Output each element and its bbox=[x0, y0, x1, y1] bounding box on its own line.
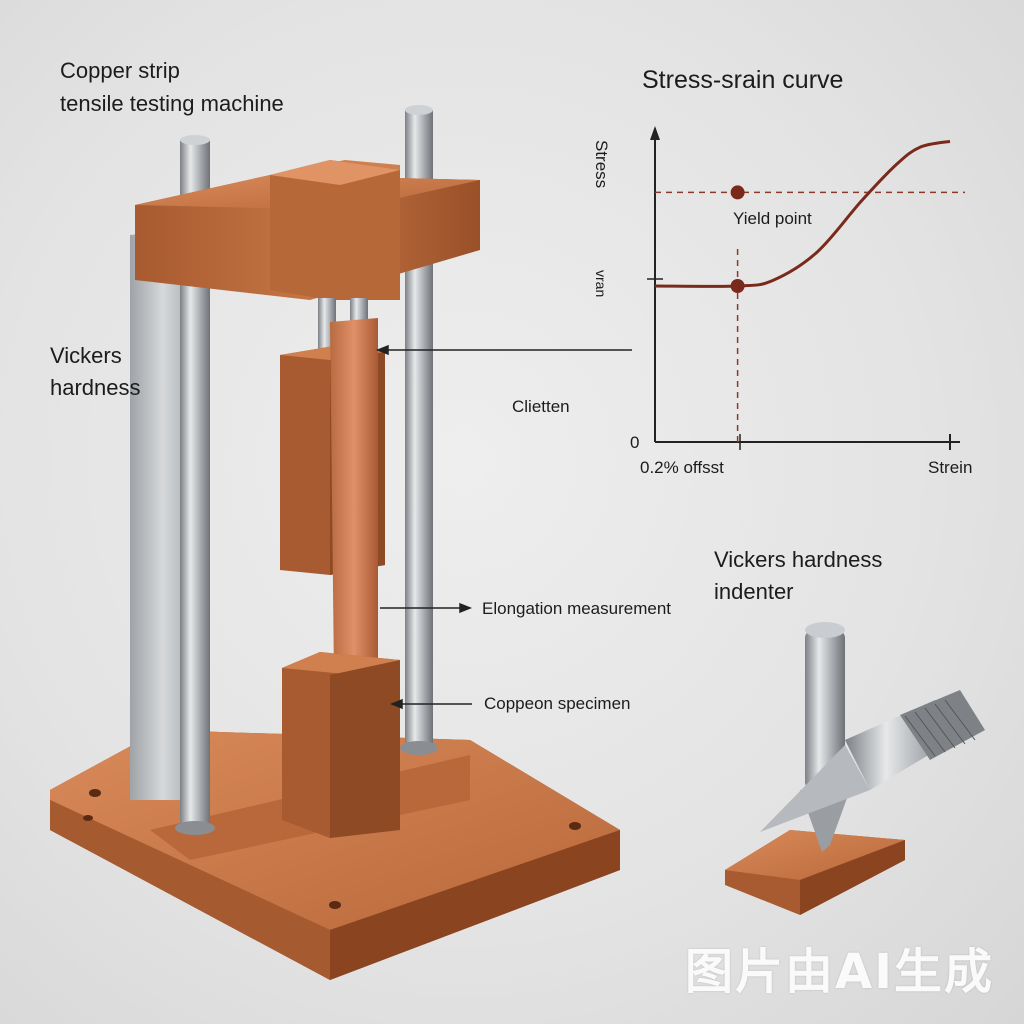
vickers-label-line2: hardness bbox=[50, 375, 141, 400]
x-axis-label: Strein bbox=[928, 458, 973, 477]
machine-title-line1: Copper strip bbox=[60, 58, 180, 83]
origin-label: 0 bbox=[630, 433, 640, 452]
indenter-label-line1: Vickers hardness bbox=[714, 547, 883, 572]
stress-strain-chart bbox=[647, 126, 965, 450]
offset-label: 0.2% offsst bbox=[640, 458, 724, 477]
specimen-label: Coppeon specimen bbox=[484, 694, 631, 713]
y-axis-arrow bbox=[650, 126, 660, 140]
chart-title: Stress-srain curve bbox=[642, 66, 844, 94]
proportional-limit-marker bbox=[730, 279, 745, 293]
copper-strip bbox=[330, 318, 378, 676]
clietten-label: Clietten bbox=[512, 397, 570, 416]
lower-grip-block bbox=[282, 652, 400, 838]
indenter-label-line2: indenter bbox=[714, 579, 794, 604]
leader-lines bbox=[375, 344, 632, 710]
yield-point-marker bbox=[730, 185, 745, 200]
machine-title-line2: tensile testing machine bbox=[60, 91, 284, 116]
ai-generated-watermark: 图片由AI生成 bbox=[684, 944, 994, 1000]
elongation-label: Elongation measurement bbox=[482, 599, 672, 618]
y-axis-label: Stress bbox=[592, 140, 611, 189]
yield-point-annotation: Yield point bbox=[733, 209, 812, 228]
vickers-label-line1: Vickers bbox=[50, 343, 122, 368]
crosshead bbox=[135, 160, 480, 300]
vickers-indenter-illustration bbox=[725, 622, 985, 915]
y-tick-label: vran bbox=[593, 270, 609, 298]
back-panel bbox=[130, 230, 185, 800]
